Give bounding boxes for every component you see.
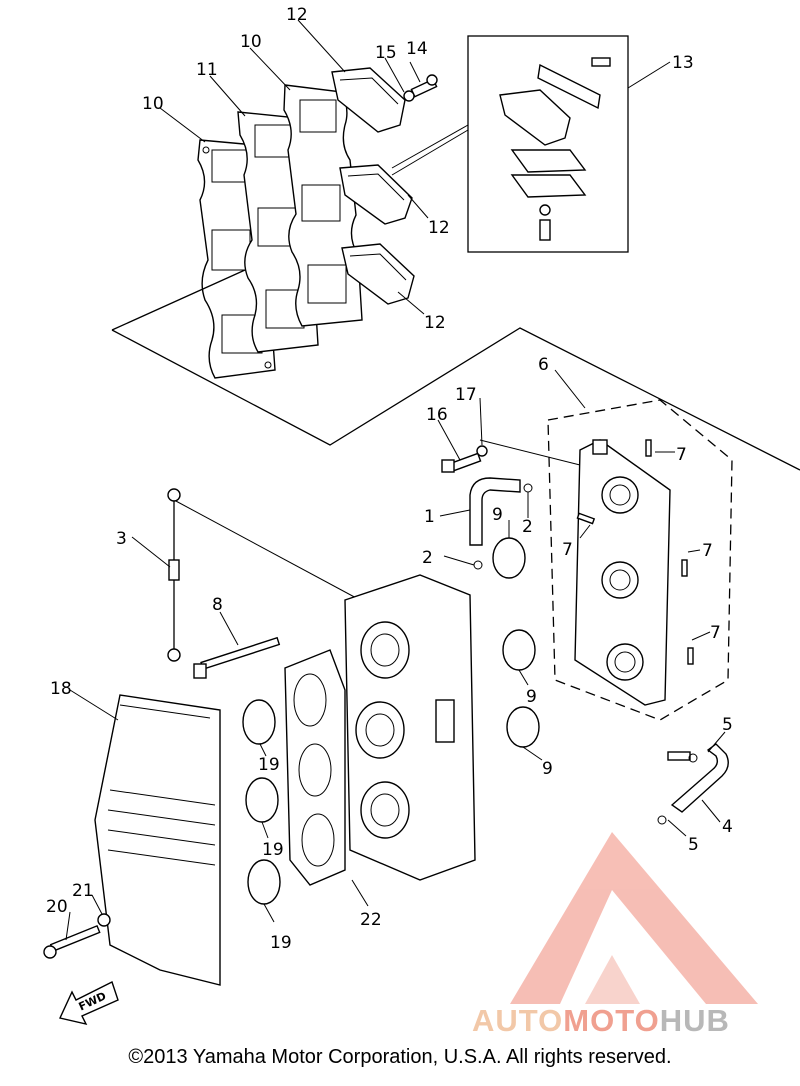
part-label: 21 — [72, 881, 94, 901]
gasket-22 — [284, 649, 346, 886]
part-label: 13 — [672, 53, 694, 73]
part-label: 1 — [424, 507, 435, 527]
washer-21 — [97, 913, 111, 927]
fwd-arrow-icon: FWD — [59, 981, 119, 1026]
part-label: 7 — [702, 541, 713, 561]
hose-1 — [469, 477, 521, 546]
part-label: 10 — [142, 94, 164, 114]
o-ring-19-c — [247, 859, 281, 905]
part-label: 9 — [542, 759, 553, 779]
part-label: 20 — [46, 897, 68, 917]
clamp-2-top — [523, 483, 533, 493]
part-label: 6 — [538, 355, 549, 375]
part-label: 9 — [492, 505, 503, 525]
part-label: 19 — [258, 755, 280, 775]
reed-valve-bottom — [341, 243, 415, 305]
part-label: 9 — [526, 687, 537, 707]
brand-auto: AUTO — [472, 1003, 564, 1038]
brand-hub: HUB — [659, 1003, 730, 1038]
part-label: 14 — [406, 39, 428, 59]
fitting-5 — [667, 751, 691, 761]
part-label: 17 — [455, 385, 477, 405]
part-label: 12 — [424, 313, 446, 333]
part-label: 22 — [360, 910, 382, 930]
bolt-8 — [193, 636, 281, 679]
reed-valve-middle — [339, 164, 413, 225]
part-label: 8 — [212, 595, 223, 615]
intake-manifold — [574, 439, 671, 706]
part-label: 12 — [428, 218, 450, 238]
o-ring-9-c — [506, 706, 540, 748]
part-label: 5 — [688, 835, 699, 855]
part-label: 3 — [116, 529, 127, 549]
part-label: 19 — [262, 840, 284, 860]
carburetor-assembly — [344, 574, 476, 881]
part-label: 2 — [522, 517, 533, 537]
clamp-5-top — [688, 753, 698, 763]
gasket-rear — [283, 84, 363, 327]
part-label: 18 — [50, 679, 72, 699]
watermark-brand: AUTOMOTOHUB — [472, 1003, 730, 1039]
part-label: 16 — [426, 405, 448, 425]
screw-20 — [43, 924, 101, 959]
reed-valve-top — [331, 67, 406, 133]
bolt-16 — [441, 452, 482, 473]
intake-manifold-box — [547, 399, 733, 721]
part-label: 7 — [676, 445, 687, 465]
reference-lines — [111, 124, 800, 601]
link-rod — [167, 488, 181, 662]
part-label: 15 — [375, 43, 397, 63]
o-ring-19-b — [245, 777, 279, 823]
pins-7 — [576, 439, 694, 665]
o-ring-9-b — [502, 629, 536, 671]
clamp-2-bottom — [473, 560, 483, 570]
copyright-notice: ©2013 Yamaha Motor Corporation, U.S.A. A… — [128, 1046, 672, 1068]
washer-17 — [476, 445, 488, 457]
o-ring-19-a — [242, 699, 276, 745]
part-label: 5 — [722, 715, 733, 735]
part-label: 7 — [710, 623, 721, 643]
screw-14 — [410, 74, 438, 98]
o-ring-9-a — [492, 537, 526, 579]
clamp-5-bottom — [657, 815, 667, 825]
brand-moto: MOTO — [563, 1003, 660, 1038]
part-label: 2 — [422, 548, 433, 568]
part-label: 4 — [722, 817, 733, 837]
part-label: 7 — [562, 540, 573, 560]
reed-valve-detail-inset — [467, 35, 629, 253]
part-number-labels: 12 10 11 10 15 14 13 12 12 6 17 16 7 7 7… — [46, 5, 733, 953]
watermark-logo — [510, 832, 758, 1004]
part-label: 11 — [196, 60, 218, 80]
part-label: 12 — [286, 5, 308, 25]
washer-15 — [403, 90, 415, 102]
part-label: 10 — [240, 32, 262, 52]
silencer-cover — [94, 694, 221, 986]
leader-lines — [65, 19, 726, 941]
hose-4 — [670, 743, 729, 813]
part-label: 19 — [270, 933, 292, 953]
